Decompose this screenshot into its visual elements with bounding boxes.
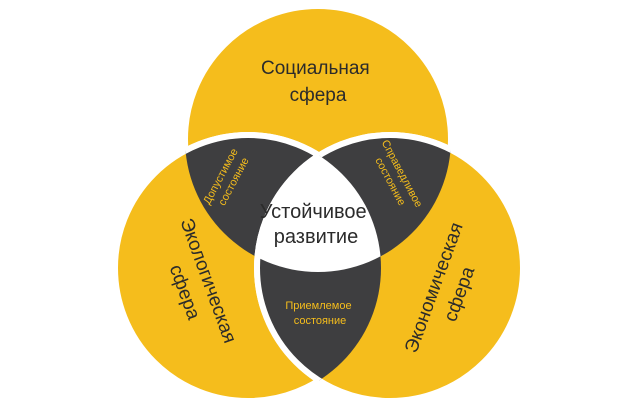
social-sphere-label: Социальная сфера — [261, 58, 375, 106]
center-region — [257, 135, 381, 272]
overlap-ecological-economic-line2: состояние — [294, 315, 347, 327]
center-label: Устойчивое развитие — [260, 201, 372, 248]
overlap-ecological-economic-line1: Приемлемое — [285, 300, 351, 312]
overlap-ecological-economic-label: Приемлемое состояние — [285, 300, 354, 327]
social-sphere-line1: Социальная — [261, 58, 370, 79]
social-sphere-line2: сфера — [290, 85, 347, 106]
center-line1: Устойчивое — [260, 201, 367, 223]
center-line2: развитие — [274, 226, 358, 248]
